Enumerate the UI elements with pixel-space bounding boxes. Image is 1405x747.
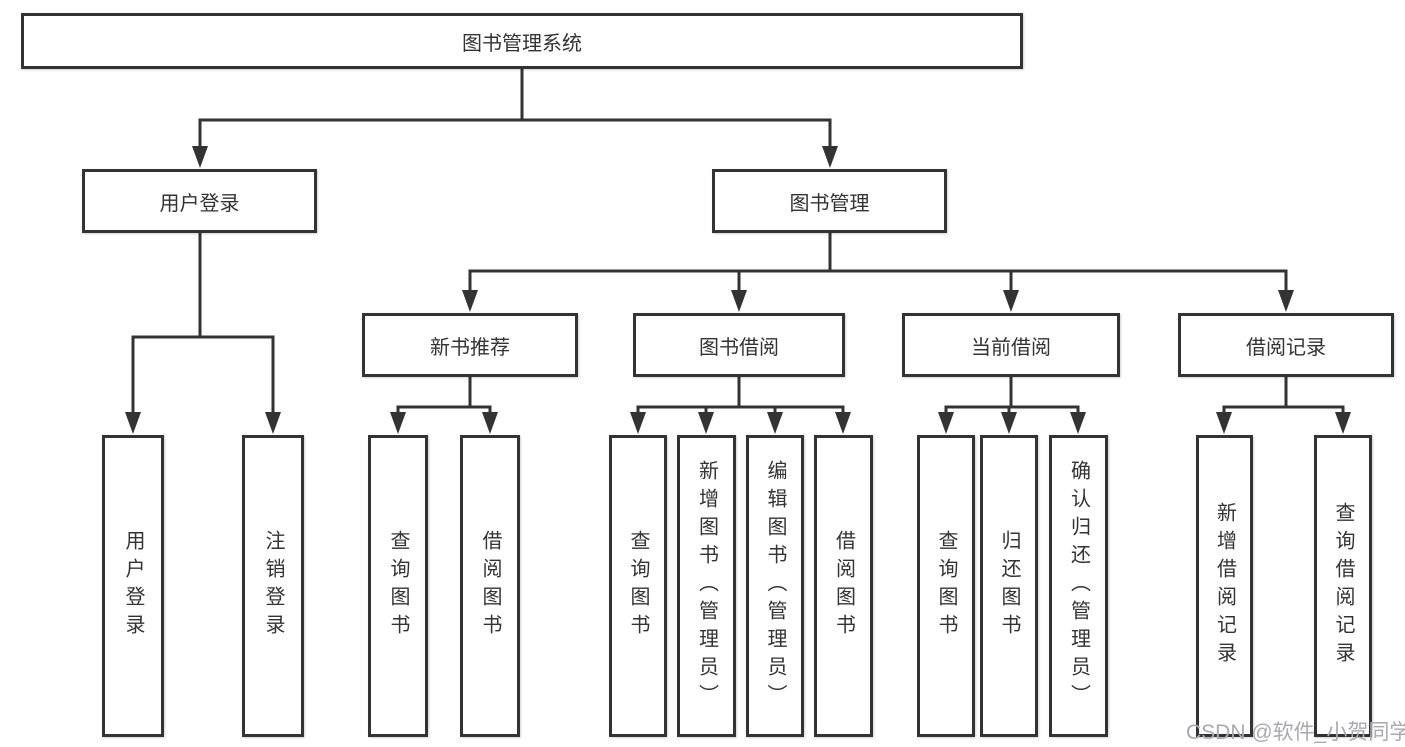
leaf-borrowing-add-books-admin: 新增图书（管理员） [677,435,736,737]
leaf-borrowing-edit-books-admin: 编辑图书（管理员） [746,435,804,737]
leaf-newbook-borrow-books: 借阅图书 [460,435,520,737]
leaf-newbook-query-books-label: 查询图书 [387,530,409,642]
leaf-borrowing-edit-books-admin-label: 编辑图书（管理员） [764,460,786,712]
node-new-book-recommend-label: 新书推荐 [430,336,510,359]
leaf-borrowing-borrow-books-label: 借阅图书 [832,530,855,642]
leaf-borrowing-add-books-admin-label: 新增图书（管理员） [695,460,718,712]
node-root-label: 图书管理系统 [462,32,582,55]
node-book-management-label: 图书管理 [789,192,870,215]
leaf-current-confirm-return-admin-label: 确认归还（管理员） [1067,460,1090,712]
leaf-newbook-borrow-books-label: 借阅图书 [479,530,501,642]
leaf-current-return-books: 归还图书 [980,435,1038,737]
node-book-management: 图书管理 [712,169,947,233]
leaf-current-query-books-label: 查询图书 [935,530,957,642]
leaf-logout-label: 注销登录 [262,530,284,642]
leaf-records-query-record-label: 查询借阅记录 [1332,502,1354,670]
node-user-login-label: 用户登录 [159,192,240,215]
node-current-borrowing: 当前借阅 [902,313,1120,377]
node-borrowing-records-label: 借阅记录 [1246,336,1326,359]
leaf-user-login-label: 用户登录 [122,530,144,642]
node-book-borrowing-label: 图书借阅 [699,336,779,359]
leaf-borrowing-query-books: 查询图书 [609,435,667,737]
node-user-login: 用户登录 [82,169,317,233]
leaf-user-login: 用户登录 [102,435,164,737]
node-book-borrowing: 图书借阅 [633,313,845,377]
leaf-logout: 注销登录 [242,435,304,737]
csdn-watermark: CSDN @软件_小贺同学 [1186,721,1405,744]
leaf-current-confirm-return-admin: 确认归还（管理员） [1049,435,1108,737]
leaf-records-add-record: 新增借阅记录 [1196,435,1253,737]
leaf-current-return-books-label: 归还图书 [998,530,1020,642]
node-borrowing-records: 借阅记录 [1178,313,1394,377]
leaf-records-query-record: 查询借阅记录 [1314,435,1372,737]
node-root: 图书管理系统 [21,13,1023,69]
leaf-borrowing-borrow-books: 借阅图书 [814,435,873,737]
leaf-newbook-query-books: 查询图书 [368,435,428,737]
node-current-borrowing-label: 当前借阅 [971,336,1051,359]
leaf-borrowing-query-books-label: 查询图书 [627,530,649,642]
leaf-current-query-books: 查询图书 [917,435,975,737]
node-new-book-recommend: 新书推荐 [362,313,578,377]
leaf-records-add-record-label: 新增借阅记录 [1213,502,1236,670]
